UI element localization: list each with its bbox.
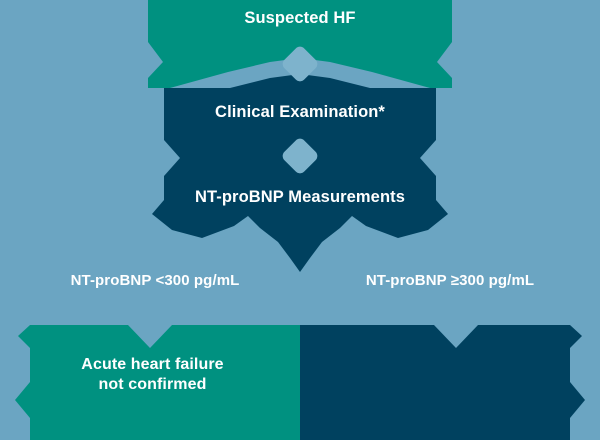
node-shape-suspected-hf[interactable] [148,0,452,88]
diamond-suspected-to-exam-icon [282,46,318,82]
node-shape-outcome-right[interactable] [300,325,585,440]
diamond-exam-to-measurements-icon [282,138,318,174]
node-shape-outcome-left[interactable] [15,325,300,440]
